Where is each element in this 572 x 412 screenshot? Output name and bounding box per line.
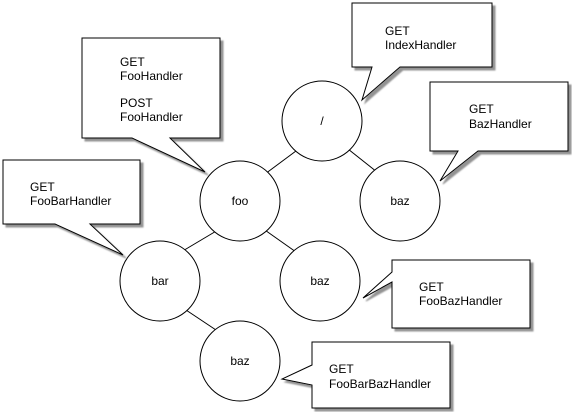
node-baz-top[interactable] bbox=[359, 160, 441, 242]
callout-bar bbox=[2, 159, 141, 256]
node-bar[interactable] bbox=[119, 240, 201, 322]
callout-bar-baz-handler: FooBarBazHandler bbox=[329, 377, 431, 391]
callout-foo-baz-handler: FooBazHandler bbox=[419, 294, 502, 308]
callout-bar-handler: FooBarHandler bbox=[30, 194, 111, 208]
edge-root-baz bbox=[347, 148, 378, 173]
callout-bar-baz bbox=[280, 341, 451, 409]
node-root[interactable] bbox=[281, 80, 363, 162]
callout-foo-baz-method: GET bbox=[419, 280, 444, 294]
edge-foo-baz bbox=[261, 227, 297, 253]
node-bar-baz[interactable] bbox=[199, 320, 281, 402]
node-foo-baz-label: baz bbox=[310, 274, 329, 288]
node-foo-baz[interactable] bbox=[279, 240, 361, 322]
node-bar-baz-label: baz bbox=[230, 354, 249, 368]
callout-root-handler: IndexHandler bbox=[385, 38, 456, 52]
callout-baz-top-method: GET bbox=[469, 102, 494, 116]
callout-baz-top-handler: BazHandler bbox=[469, 117, 532, 131]
callout-foo-method-1: GET bbox=[120, 55, 145, 69]
callout-baz-top bbox=[429, 81, 569, 182]
callout-foo-method-2: POST bbox=[120, 96, 153, 110]
node-root-label: / bbox=[320, 114, 324, 128]
callout-foo-handler-2: FooHandler bbox=[120, 110, 183, 124]
callout-root bbox=[351, 2, 493, 102]
callout-root-method: GET bbox=[385, 24, 410, 38]
callout-foo bbox=[81, 37, 221, 173]
callout-bar-baz-method: GET bbox=[329, 362, 354, 376]
callout-foo-handler-1: FooHandler bbox=[120, 69, 183, 83]
node-baz-top-label: baz bbox=[390, 194, 409, 208]
edge-root-foo bbox=[264, 147, 301, 175]
node-bar-label: bar bbox=[151, 274, 168, 288]
node-foo-label: foo bbox=[232, 194, 249, 208]
callout-foo-baz bbox=[362, 259, 531, 329]
node-foo[interactable] bbox=[199, 160, 281, 242]
callout-bar-method: GET bbox=[30, 180, 55, 194]
